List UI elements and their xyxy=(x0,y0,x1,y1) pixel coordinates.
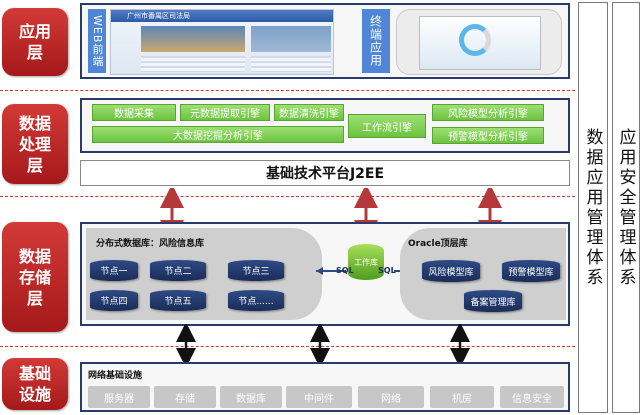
sql-arrow-left-head xyxy=(316,267,323,275)
mobile-terminal-tag: 终端应用 xyxy=(362,9,390,73)
platform-j2ee: 基础技术平台J2EE xyxy=(80,160,570,186)
node-2: 节点二 xyxy=(150,260,206,281)
sql-label-left: SQL xyxy=(336,266,354,275)
web-frontend-screenshot: 广州市番禺区司法局 xyxy=(110,9,334,75)
separator-line xyxy=(0,90,575,91)
infra-title: 网络基础设施 xyxy=(88,371,143,381)
infra-server: 服务器 xyxy=(88,386,150,408)
node-5: 节点五 xyxy=(150,290,206,311)
data-app-mgmt-system: 数据应用管理体系 xyxy=(578,2,608,413)
engine-workflow: 工作流引擎 xyxy=(348,114,426,138)
web-header-bar xyxy=(111,10,333,22)
infra-database: 数据库 xyxy=(220,386,282,408)
web-side-image xyxy=(251,26,331,52)
application-panel: WEB前端 广州市番禺区司法局 终端应用 xyxy=(80,3,570,79)
infra-server-room: 机房 xyxy=(430,386,494,408)
infra-info-security: 信息安全 xyxy=(500,386,564,408)
web-site-title: 广州市番禺区司法局 xyxy=(127,12,190,20)
node-4: 节点四 xyxy=(90,290,138,311)
filing-mgmt-db: 备案管理库 xyxy=(464,290,522,312)
separator-line xyxy=(0,346,575,347)
engine-warning-model: 预警模型分析引擎 xyxy=(432,127,544,144)
sql-label-right: SQL xyxy=(378,266,396,275)
web-content-block xyxy=(251,56,331,72)
layer-label-application: 应用 层 xyxy=(2,8,68,76)
infra-panel: 网络基础设施 服务器 存储 数据库 中间件 网络 机房 信息安全 xyxy=(80,362,570,412)
layer-label-infra: 基础 设施 xyxy=(2,358,68,410)
engine-data-collection: 数据采集 xyxy=(92,104,176,121)
layer-label-processing: 数据 处理 层 xyxy=(2,104,68,184)
engine-metadata-extraction: 元数据提取引擎 xyxy=(180,104,270,121)
web-content-block xyxy=(141,56,245,72)
arrows-storage-infra xyxy=(176,324,470,364)
engine-data-cleansing: 数据清洗引擎 xyxy=(274,104,344,121)
phone-chart-ring xyxy=(459,24,491,56)
app-security-mgmt-system: 应用安全管理体系 xyxy=(612,2,640,413)
storage-panel: 分布式数据库：风险信息库 节点一 节点二 节点三 节点四 节点五 节点.....… xyxy=(80,222,570,326)
mobile-phone-image xyxy=(396,9,562,75)
infra-middleware: 中间件 xyxy=(286,386,352,408)
infra-storage: 存储 xyxy=(154,386,216,408)
risk-model-db: 风险模型库 xyxy=(422,260,480,282)
separator-line xyxy=(0,196,575,197)
engine-risk-model: 风险模型分析引擎 xyxy=(432,104,544,121)
oracle-db-title: Oracle顶层库 xyxy=(408,239,468,249)
web-banner-image xyxy=(141,26,245,52)
node-3: 节点三 xyxy=(228,260,284,281)
layer-label-storage: 数据 存储 层 xyxy=(2,222,68,332)
web-frontend-tag: WEB前端 xyxy=(88,9,106,73)
processing-panel: 数据采集 元数据提取引擎 数据清洗引擎 大数据挖掘分析引擎 工作流引擎 风险模型… xyxy=(80,98,570,153)
distributed-db-title: 分布式数据库：风险信息库 xyxy=(96,239,205,249)
engine-big-data-mining: 大数据挖掘分析引擎 xyxy=(92,126,344,143)
node-1: 节点一 xyxy=(90,260,138,281)
workflow-db: 工作库 xyxy=(348,244,384,280)
warning-model-db: 预警模型库 xyxy=(502,260,560,282)
infra-network: 网络 xyxy=(358,386,424,408)
node-more: 节点...... xyxy=(228,290,284,311)
